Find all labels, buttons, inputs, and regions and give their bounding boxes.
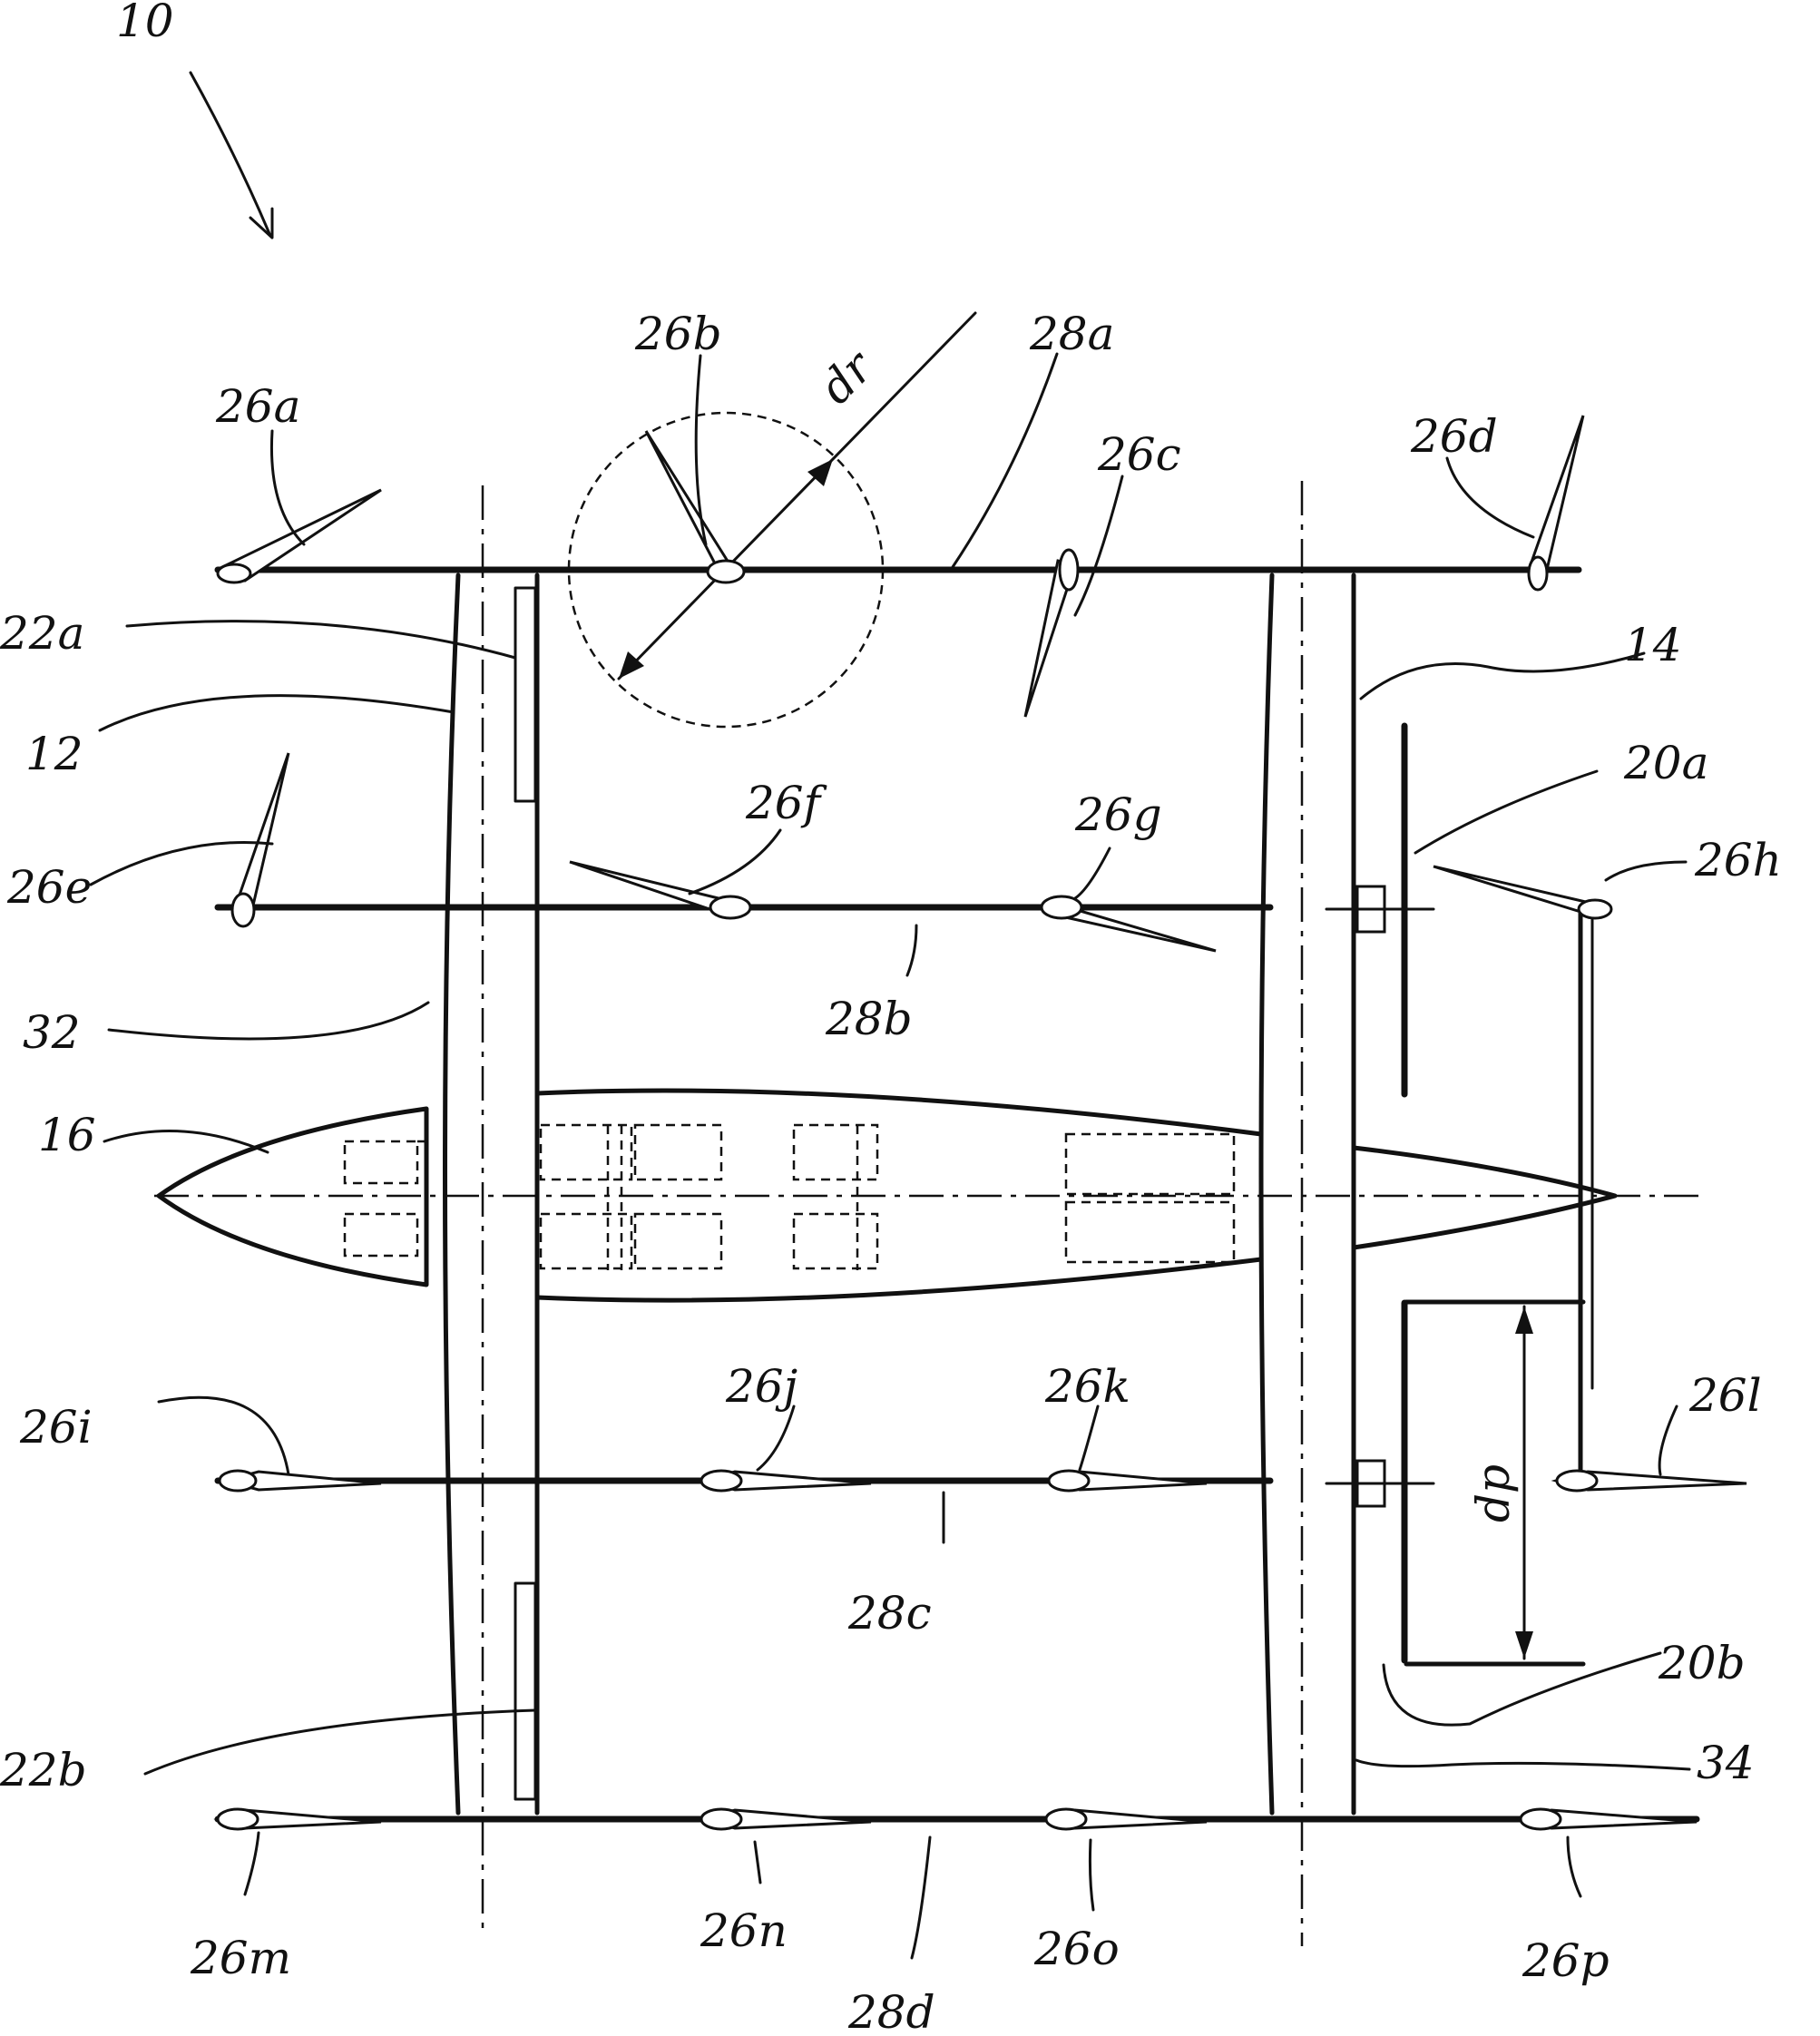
rotor-26d — [1529, 416, 1583, 590]
label-26j: 26j — [725, 1360, 797, 1413]
label-10: 10 — [116, 0, 174, 47]
foil-22a — [515, 588, 535, 801]
label-26c: 26c — [1097, 428, 1181, 481]
label-20a: 20a — [1623, 737, 1708, 789]
label-12: 12 — [25, 728, 83, 780]
label-26o: 26o — [1033, 1923, 1120, 1975]
label-28d: 28d — [847, 1986, 935, 2036]
rotor-26c — [1025, 550, 1078, 717]
label-26l: 26l — [1688, 1369, 1762, 1422]
central-hull-top — [537, 1091, 1261, 1134]
label-26i: 26i — [19, 1401, 93, 1454]
label-20b: 20b — [1658, 1637, 1746, 1689]
label-26e: 26e — [6, 861, 92, 914]
dimension-dr — [569, 313, 975, 727]
label-28c: 28c — [847, 1587, 932, 1640]
rotor-26k — [1048, 1471, 1207, 1491]
rotor-26j — [701, 1471, 871, 1491]
rotor-26e — [232, 753, 289, 926]
label-32: 32 — [23, 1006, 81, 1059]
reference-labels: 10 26a 26b 28a 26c 26d 22a 14 12 20a 26f… — [0, 0, 1782, 2036]
label-dp: dp — [1467, 1464, 1520, 1522]
label-26a: 26a — [215, 380, 300, 433]
rotor-26p — [1520, 1809, 1697, 1829]
rotor-26i — [220, 1471, 381, 1491]
rotor-26h — [1433, 866, 1611, 918]
propellers — [1326, 726, 1433, 1660]
masts — [218, 570, 1697, 1819]
label-dr: dr — [809, 339, 885, 415]
foil-22b — [515, 1583, 535, 1799]
rotor-26o — [1043, 1809, 1207, 1829]
label-26f: 26f — [745, 777, 827, 829]
platform-structure — [154, 481, 1706, 1946]
label-26h: 26h — [1694, 834, 1782, 886]
label-22b: 22b — [0, 1744, 87, 1796]
fig-ref-arrow — [191, 73, 270, 236]
rotor-26m — [218, 1809, 381, 1829]
label-26m: 26m — [190, 1932, 291, 1984]
label-26n: 26n — [700, 1904, 788, 1957]
rotor-26l — [1556, 1471, 1747, 1491]
hull-compartments — [345, 1125, 1234, 1270]
label-26d: 26d — [1410, 410, 1498, 463]
label-16: 16 — [38, 1109, 96, 1161]
label-26k: 26k — [1044, 1360, 1130, 1413]
central-hull-bottom — [537, 1259, 1261, 1300]
label-34: 34 — [1697, 1737, 1755, 1789]
rotor-26n — [701, 1809, 871, 1829]
right-hull-left-edge — [1261, 575, 1272, 1813]
left-hull-outer-edge — [445, 575, 459, 1813]
label-26g: 26g — [1074, 788, 1162, 841]
label-22a: 22a — [0, 607, 84, 660]
label-26b: 26b — [634, 308, 722, 360]
label-14: 14 — [1624, 619, 1682, 671]
label-28a: 28a — [1029, 308, 1114, 360]
label-28b: 28b — [825, 993, 913, 1045]
label-26p: 26p — [1522, 1934, 1610, 1987]
central-hull-stern — [1354, 1148, 1615, 1248]
